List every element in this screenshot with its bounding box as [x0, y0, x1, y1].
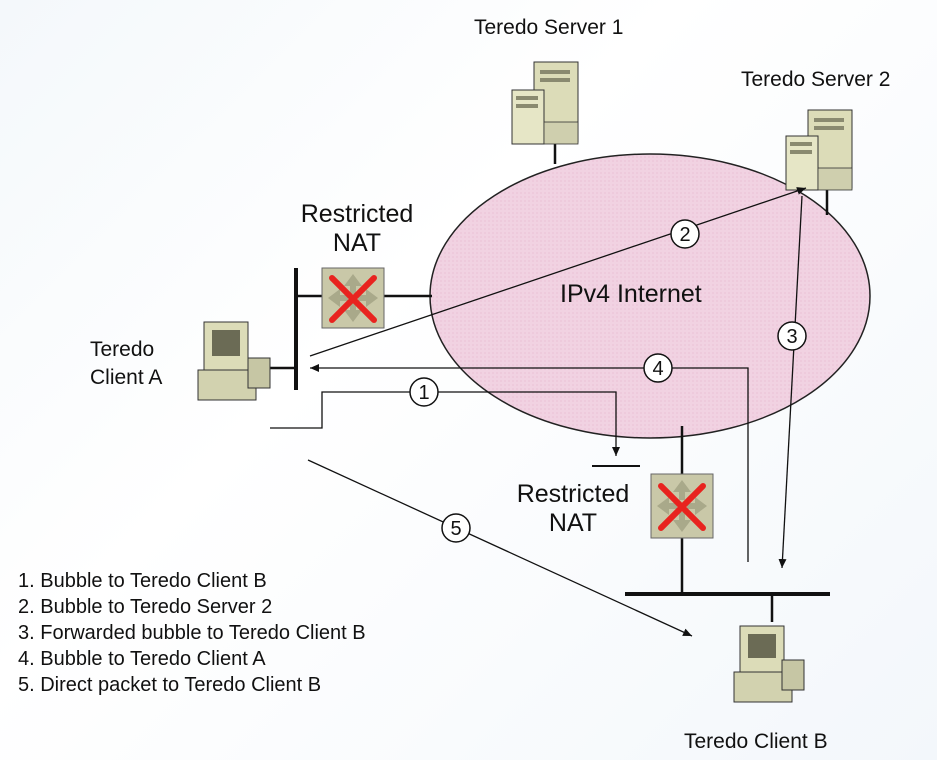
svg-text:4: 4: [652, 358, 663, 380]
server-icon: [785, 109, 853, 191]
nat-top-label-line2: NAT: [332, 228, 382, 257]
step-badge: 5: [441, 513, 471, 543]
legend-item: 4. Bubble to Teredo Client A: [18, 648, 266, 670]
nat-top-label: Restricted NAT: [284, 200, 430, 258]
arrow-step-3: [778, 195, 803, 569]
step-badge: 2: [670, 219, 700, 249]
arrow-step-1: [270, 391, 620, 456]
nat-device-icon: [650, 473, 714, 539]
nat-device-icon: [321, 267, 385, 329]
step-badge: 4: [643, 353, 673, 383]
svg-text:2: 2: [679, 224, 690, 246]
client-a-label-line1: Teredo: [90, 338, 155, 361]
nat-bottom-label-line1: Restricted: [516, 480, 630, 508]
arrow-step-4: [310, 364, 749, 562]
arrow-step-2: [309, 187, 807, 357]
legend: 1. Bubble to Teredo Client B 2. Bubble t…: [18, 568, 366, 698]
nat-bottom-label: Restricted NAT: [500, 480, 646, 538]
internet-label: IPv4 Internet: [560, 280, 702, 308]
nat-bottom-label-line2: NAT: [548, 508, 598, 537]
nat-top-label-line1: Restricted: [300, 200, 414, 228]
svg-text:3: 3: [786, 326, 797, 348]
legend-item: 3. Forwarded bubble to Teredo Client B: [18, 622, 366, 644]
svg-text:1: 1: [418, 382, 429, 404]
client-b-label: Teredo Client B: [684, 730, 828, 753]
legend-item: 1. Bubble to Teredo Client B: [18, 570, 267, 592]
legend-item: 2. Bubble to Teredo Server 2: [18, 596, 273, 618]
legend-item: 5. Direct packet to Teredo Client B: [18, 674, 322, 696]
step-badge: 3: [777, 321, 807, 351]
server1-label: Teredo Server 1: [474, 16, 624, 39]
computer-icon: [733, 625, 805, 703]
arrow-step-5: [307, 459, 693, 637]
red-x-icon: [329, 275, 377, 323]
red-x-icon: [658, 483, 706, 531]
client-a-label-line2: Client A: [90, 366, 163, 389]
server2-label: Teredo Server 2: [741, 68, 891, 91]
step-badge: 1: [409, 377, 439, 407]
svg-text:5: 5: [450, 518, 461, 540]
server-icon: [511, 61, 579, 145]
client-a-label: Teredo Client A: [90, 336, 162, 392]
computer-icon: [197, 321, 271, 401]
